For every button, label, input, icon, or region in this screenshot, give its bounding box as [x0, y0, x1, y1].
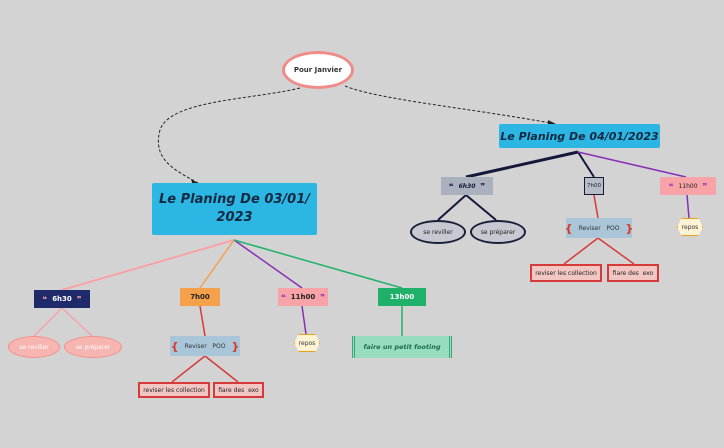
link-root-plan-b: [344, 85, 557, 125]
plan-b-task-left[interactable]: reviser les collection: [530, 264, 602, 282]
link-b-task-left: [563, 237, 599, 265]
plan-b-title: Le Planing De 04/01/2023: [500, 129, 659, 143]
link-b-wake-right: [465, 194, 497, 221]
left-brace-icon: {: [170, 339, 179, 353]
link-a-rest: [301, 305, 307, 335]
link-a-study: [199, 305, 206, 337]
link-a-13h00: [233, 239, 403, 289]
node-label: fiare des exo: [218, 386, 259, 394]
plan-a-rest-node[interactable]: repos: [294, 334, 320, 352]
node-label: se reviller: [423, 228, 453, 236]
plan-a-title-node[interactable]: Le Planing De 03/01/ 2023: [152, 183, 317, 235]
plan-b-rest-node[interactable]: repos: [677, 218, 703, 236]
link-b-task-right: [597, 237, 635, 265]
time-label: 7h00: [587, 183, 601, 189]
link-a-7h00: [199, 239, 235, 289]
link-b-rest: [686, 194, 690, 219]
plan-a-task-right[interactable]: fiare des exo: [213, 382, 264, 398]
root-label: Pour Janvier: [293, 66, 343, 74]
plan-b-time-6h30[interactable]: ❝ 6h30 ❞: [441, 177, 493, 195]
node-label: Reviser POO: [184, 342, 226, 350]
plan-a-time-7h00[interactable]: 7h00: [180, 288, 220, 306]
plan-b-wake-left[interactable]: se reviller: [410, 220, 466, 244]
link-a-task-left: [171, 355, 206, 383]
close-quote-icon: ❞: [320, 292, 325, 302]
plan-b-task-right[interactable]: fiare des exo: [607, 264, 659, 282]
open-quote-icon: ❝: [668, 181, 674, 191]
node-label: Reviser POO: [578, 224, 620, 232]
link-b-study: [593, 194, 599, 219]
link-a-wake-left: [33, 307, 63, 337]
link-b-wake-left: [437, 194, 467, 221]
node-label: repos: [681, 223, 699, 231]
link-a-wake-right: [61, 307, 93, 337]
time-label: 6h30: [458, 182, 476, 190]
close-quote-icon: ❞: [702, 181, 708, 191]
open-quote-icon: ❝: [42, 294, 48, 304]
right-brace-icon: }: [625, 221, 634, 235]
plan-a-time-13h00[interactable]: 13h00: [378, 288, 426, 306]
plan-a-title-line2: 2023: [216, 210, 253, 225]
plan-b-title-node[interactable]: Le Planing De 04/01/2023: [499, 124, 660, 148]
plan-a-title-line1: Le Planing De 03/01/: [159, 192, 310, 207]
plan-b-study-node[interactable]: { Reviser POO }: [564, 218, 634, 238]
link-b-11h00: [577, 151, 687, 178]
open-quote-icon: ❝: [281, 292, 286, 302]
node-label: reviser les collection: [143, 386, 205, 394]
right-brace-icon: }: [231, 339, 240, 353]
plan-a-time-11h00[interactable]: ❝ 11h00 ❞: [278, 288, 328, 306]
open-quote-icon: ❝: [448, 181, 454, 191]
plan-a-wake-left[interactable]: se reviller: [8, 336, 60, 358]
time-label: 13h00: [389, 293, 415, 301]
time-label: 6h30: [52, 295, 72, 303]
node-label: se reviller: [19, 343, 49, 351]
node-label: se préparer: [75, 343, 111, 351]
time-label: 7h00: [190, 293, 210, 301]
close-quote-icon: ❞: [480, 181, 486, 191]
node-label: faire un petit footing: [363, 343, 441, 351]
link-a-6h30: [61, 239, 235, 291]
link-b-6h30: [465, 150, 579, 179]
node-label: se préparer: [480, 228, 516, 236]
link-a-task-right: [204, 355, 239, 383]
link-a-11h00: [233, 239, 303, 289]
left-brace-icon: {: [564, 221, 573, 235]
root-node[interactable]: Pour Janvier: [282, 51, 354, 89]
link-b-7h00: [577, 151, 595, 178]
time-label: 11h00: [290, 293, 316, 301]
plan-a-study-node[interactable]: { Reviser POO }: [170, 336, 240, 356]
plan-a-task-left[interactable]: reviser les collection: [138, 382, 210, 398]
node-label: reviser les collection: [535, 269, 597, 277]
plan-a-footing-node[interactable]: faire un petit footing: [352, 336, 452, 358]
plan-a-wake-right[interactable]: se préparer: [64, 336, 122, 358]
plan-b-time-11h00[interactable]: ❝ 11h00 ❞: [660, 177, 716, 195]
time-label: 11h00: [678, 182, 698, 190]
plan-a-time-6h30[interactable]: ❝ 6h30 ❞: [34, 290, 90, 308]
node-label: repos: [298, 339, 316, 347]
plan-b-time-7h00[interactable]: 7h00: [584, 177, 604, 195]
close-quote-icon: ❞: [76, 294, 82, 304]
plan-b-wake-right[interactable]: se préparer: [470, 220, 526, 244]
node-label: fiare des exo: [612, 269, 654, 277]
link-root-plan-a: [157, 87, 301, 184]
